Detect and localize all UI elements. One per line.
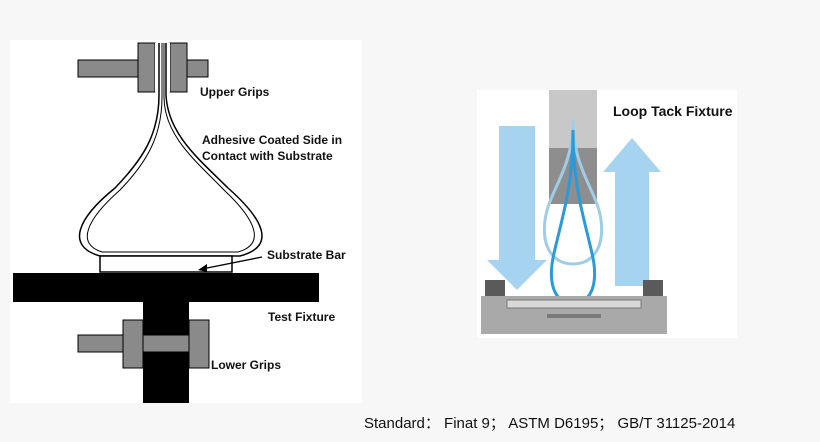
label-upper-grips: Upper Grips: [200, 85, 270, 99]
upper-grip-jaw-right: [169, 42, 188, 93]
substrate-plate: [506, 299, 642, 309]
label-test-fixture: Test Fixture: [268, 310, 335, 324]
upper-grip-jaw-left: [137, 42, 156, 93]
fixture-block-right: [643, 280, 663, 298]
label-adhesive-line2: Contact with Substrate: [202, 149, 333, 163]
loop-strip-faded: [542, 119, 604, 266]
adhesive-loop-inner: [86, 43, 255, 253]
substrate-slot: [547, 314, 601, 318]
loop-tack-schematic-svg: Upper Grips Adhesive Coated Side in Cont…: [13, 42, 346, 403]
substrate-pointer-head: [198, 264, 207, 272]
label-substrate-bar: Substrate Bar: [267, 248, 346, 262]
substrate-bar: [99, 255, 233, 273]
fixture-title: Loop Tack Fixture: [613, 103, 733, 119]
label-adhesive-line1: Adhesive Coated Side in: [202, 133, 342, 147]
lower-grip-jaw-right: [188, 319, 210, 369]
loop-tack-fixture-svg: Loop Tack Fixture: [477, 90, 737, 338]
loop-tack-fixture-illustration: Loop Tack Fixture: [477, 90, 737, 338]
fixture-block-left: [485, 280, 505, 298]
substrate-pointer-line: [201, 256, 263, 270]
up-arrow-icon: [603, 138, 661, 286]
down-arrow-icon: [487, 126, 547, 290]
standard-reference: Standard： Finat 9； ASTM D6195； GB/T 3112…: [364, 415, 736, 432]
test-fixture-plate: [13, 273, 319, 302]
lower-grip-jaw-left: [122, 319, 144, 369]
label-lower-grips: Lower Grips: [211, 358, 281, 372]
loop-tack-schematic: Upper Grips Adhesive Coated Side in Cont…: [10, 40, 362, 403]
